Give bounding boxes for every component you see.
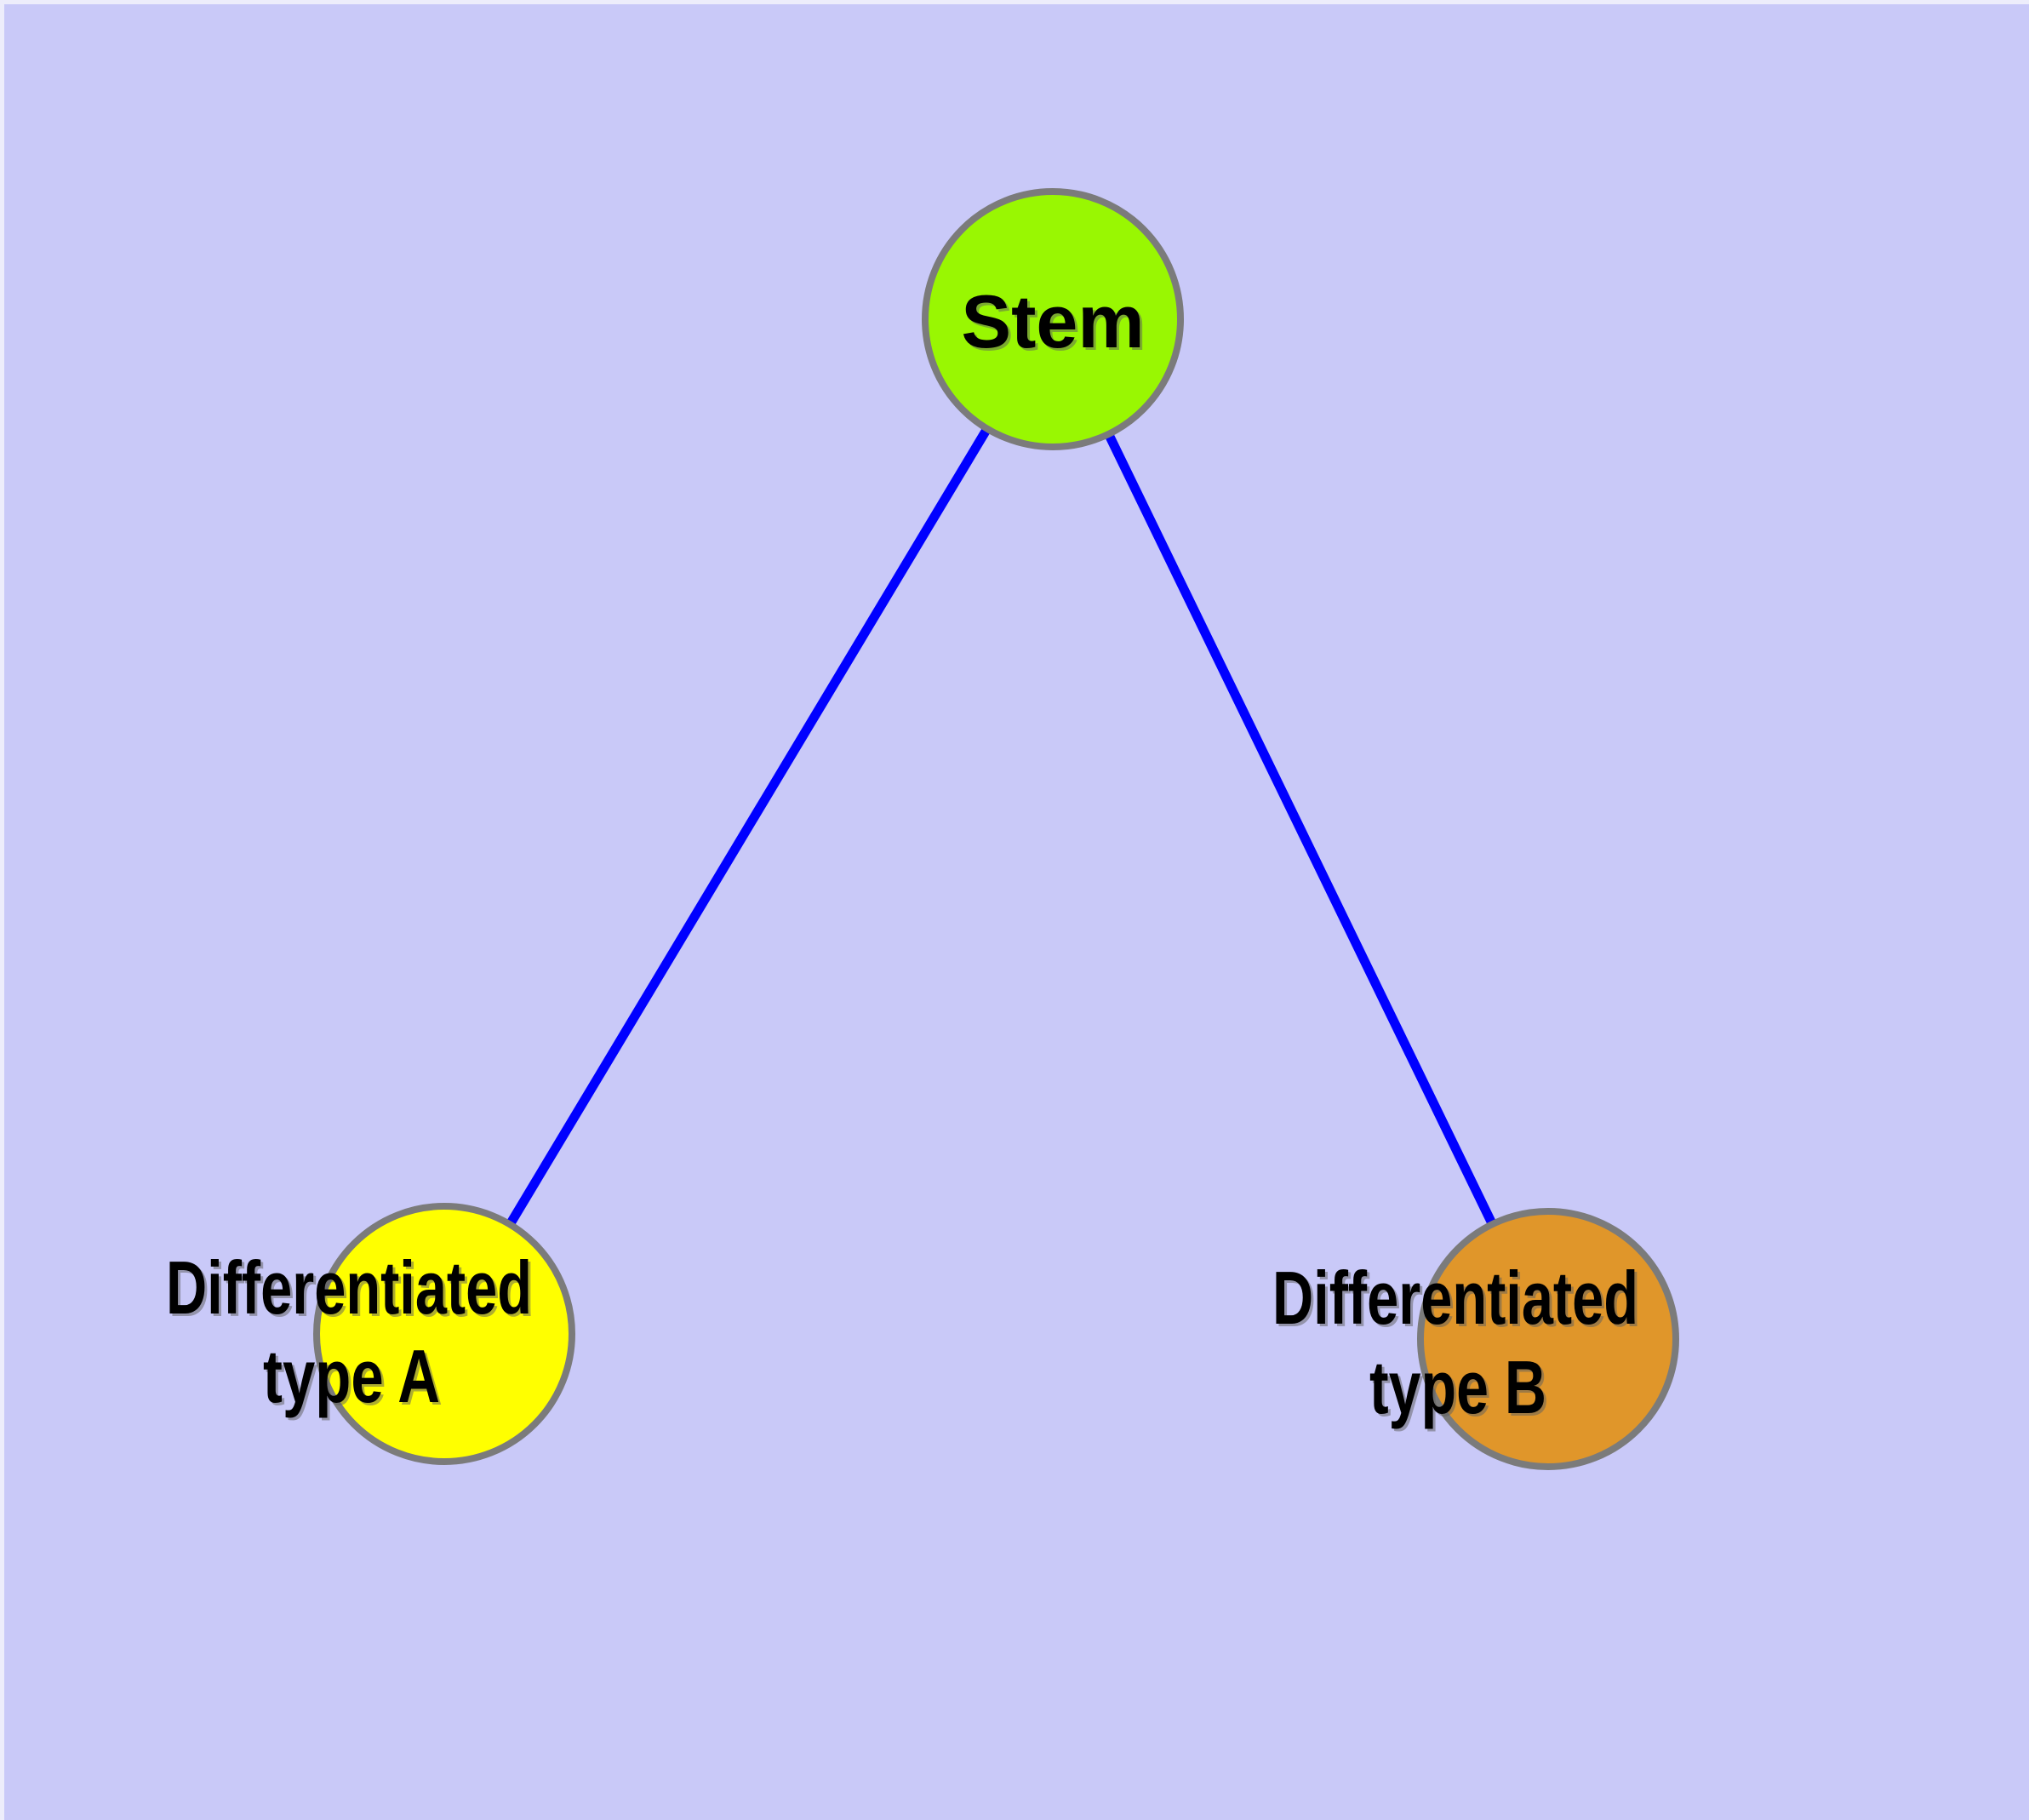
node-stem-label-shadow: Stem (963, 282, 1146, 366)
canvas-top-edge-highlight (0, 0, 2029, 4)
node-stem-circle (922, 188, 1184, 450)
node-type-b-label-line2-shadow: type B (1372, 1348, 1549, 1432)
node-type-a-label-line2-shadow: type A (266, 1336, 443, 1421)
node-type-a-label-line2: type A (263, 1334, 440, 1418)
node-type-a-label-line1-shadow: Differentiated (169, 1248, 534, 1332)
node-type-a-label-line1: Differentiated (166, 1245, 532, 1330)
canvas-left-edge-highlight (0, 0, 4, 1820)
node-type-a-circle (313, 1203, 575, 1465)
edge-stem-to-type-a (440, 317, 1057, 1336)
node-type-b-circle (1417, 1208, 1679, 1470)
edge-stem-to-type-b (1049, 317, 1552, 1342)
node-type-b-label-line1-shadow: Differentiated (1275, 1258, 1641, 1342)
node-type-b-label-line2: type B (1369, 1345, 1546, 1429)
node-stem-label: Stem (961, 279, 1144, 363)
node-type-b-label-line1: Differentiated (1272, 1256, 1638, 1340)
